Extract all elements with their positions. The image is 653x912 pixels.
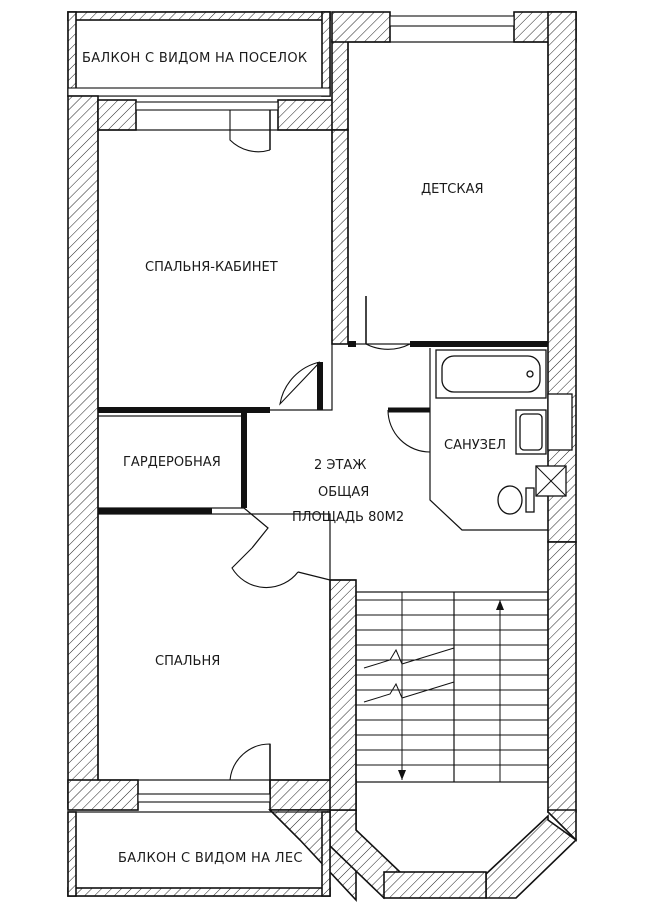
label-floor: 2 ЭТАЖ: [314, 458, 366, 473]
label-bathroom: САНУЗЕЛ: [444, 438, 506, 453]
label-area-title: ОБЩАЯ: [318, 485, 369, 500]
label-area-value: ПЛОЩАДЬ 80М2: [292, 510, 404, 525]
interior-walls: [97, 41, 549, 781]
doors: [229, 104, 431, 800]
label-balcony-bottom: БАЛКОН С ВИДОМ НА ЛЕС: [118, 851, 303, 866]
label-kids-room: ДЕТСКАЯ: [421, 182, 484, 197]
label-balcony-top: БАЛКОН С ВИДОМ НА ПОСЕЛОК: [82, 51, 307, 66]
balcony-bottom: [67, 811, 331, 897]
exterior-walls: [67, 11, 578, 903]
label-wardrobe: ГАРДЕРОБНАЯ: [123, 455, 221, 470]
staircase: [355, 591, 549, 783]
stair-break-line: [363, 681, 455, 703]
label-bedroom: СПАЛЬНЯ: [155, 654, 220, 669]
label-bedroom-office: СПАЛЬНЯ-КАБИНЕТ: [145, 260, 278, 275]
stair-frame: [355, 591, 549, 783]
arrow-head-icon: [496, 600, 504, 610]
bathroom-fixtures: [435, 349, 573, 515]
stair-break-line: [363, 647, 455, 669]
arrow-head-icon: [398, 770, 406, 780]
windows: [135, 15, 515, 803]
